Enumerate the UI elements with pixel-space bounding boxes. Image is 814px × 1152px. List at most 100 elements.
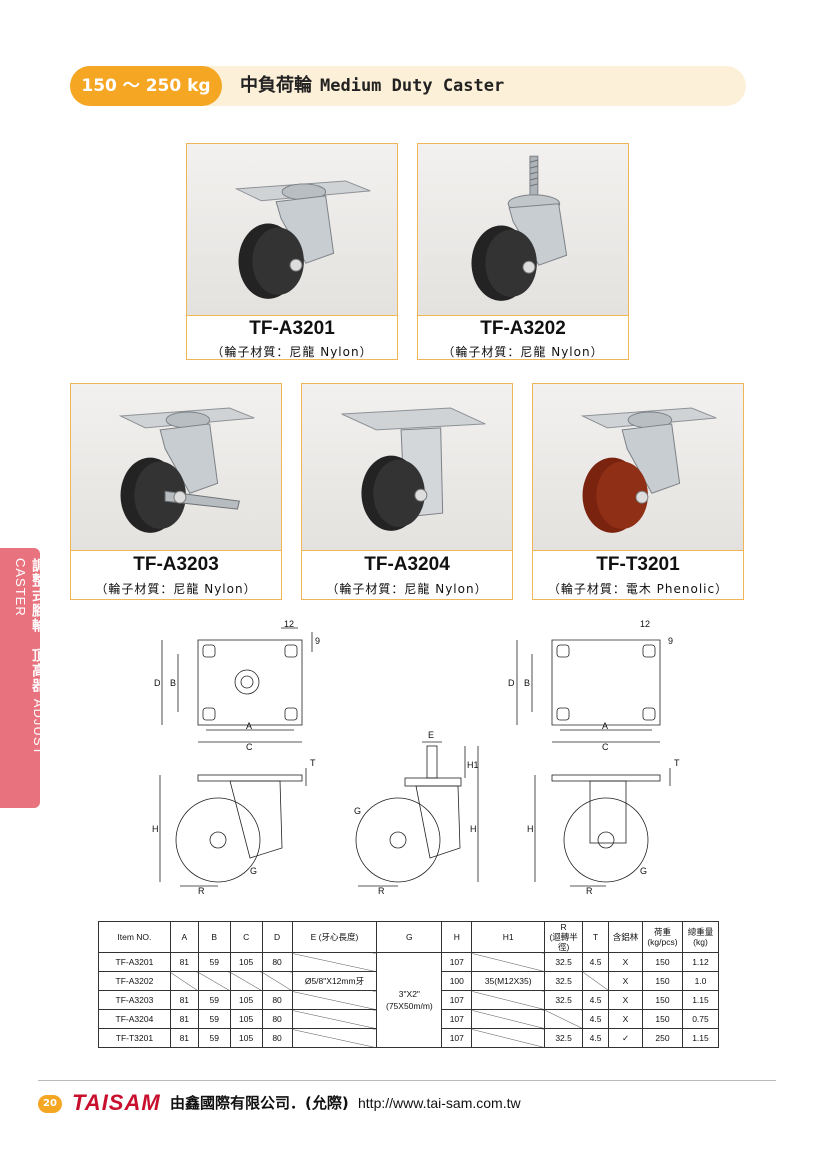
cell-load: 150 [641, 971, 683, 991]
dim-label-r-mid: R [378, 886, 385, 896]
cell-t: 4.5 [582, 990, 610, 1010]
cell-item: TF-A3204 [98, 1009, 171, 1029]
cell-t: 4.5 [582, 1028, 610, 1048]
cell-e: Ø5/8"X12mm牙 [291, 971, 378, 991]
cell-weight: 0.75 [681, 1009, 720, 1029]
technical-drawings: D B A C 12 9 D B A C 12 9 H R T G [140, 618, 700, 908]
col-header: D [261, 921, 293, 953]
cell-load: 150 [641, 1009, 683, 1029]
cell-e-empty [291, 952, 378, 972]
cell-a: 81 [169, 1028, 199, 1048]
cell-e-empty [291, 1028, 378, 1048]
col-header: B [197, 921, 231, 953]
page-title-zh: 中負荷輪 [240, 75, 312, 96]
cell-b: 59 [197, 990, 231, 1010]
cell-a: 81 [169, 990, 199, 1010]
col-header: 荷重 (kg/pcs) [641, 921, 683, 953]
cell-b: 59 [197, 1009, 231, 1029]
cell-d: 80 [261, 952, 293, 972]
cell-t-empty [582, 971, 610, 991]
dim-label-r-right: R [586, 886, 593, 896]
product-material: （輪子材質：尼龍 Nylon） [442, 345, 604, 359]
page-number: 20 [38, 1095, 62, 1113]
caster-image [234, 180, 371, 299]
cell-a-empty [169, 971, 199, 991]
weight-range-badge: 150 ～ 250 kg [70, 66, 222, 106]
table-row: TF-A3204 81 59 105 80 107 4.5 X 150 0.75 [98, 1009, 720, 1029]
swivel-side-drawing [159, 768, 307, 887]
product-material: （輪子材質：尼龍 Nylon） [95, 582, 257, 596]
table-row: TF-A3201 81 59 105 80 3"X2" (75X50m/m) 1… [98, 952, 720, 1048]
cell-e-empty [291, 1009, 378, 1029]
cell-r: 32.5 [544, 1028, 584, 1048]
rigid-plate-drawing [516, 639, 661, 743]
dim-label-h1: H1 [467, 760, 479, 770]
col-header: R (迴轉半徑) [544, 921, 584, 953]
col-header: A [169, 921, 199, 953]
side-category-tab[interactable]: 調整式腳輪．頂高器 ADJUST CASTER [0, 548, 46, 808]
cell-load: 250 [641, 1028, 683, 1048]
cell-a: 81 [169, 952, 199, 972]
rigid-side-drawing [534, 768, 671, 887]
cell-weight: 1.12 [681, 952, 720, 972]
caster-image [580, 407, 717, 533]
top-plate-drawing [161, 627, 313, 743]
dim-label-12: 12 [284, 619, 294, 629]
product-card-tf-t3201[interactable]: TF-T3201 （輪子材質：電木 Phenolic） [532, 383, 744, 600]
table-row: TF-A3203 81 59 105 80 107 32.5 4.5 X 150… [98, 990, 720, 1010]
dim-label-g: G [250, 866, 257, 876]
dim-label-b-right: B [524, 678, 530, 688]
side-tab-label: 調整式腳輪．頂高器 ADJUST CASTER [11, 558, 47, 808]
cell-b: 59 [197, 952, 231, 972]
website-link[interactable]: http://www.tai-sam.com.tw [358, 1095, 521, 1111]
dim-label-c-right: C [602, 742, 609, 752]
dim-label-a: A [246, 721, 252, 731]
cell-item: TF-A3203 [98, 990, 171, 1010]
brand-logo[interactable]: TAISAM [72, 1090, 161, 1115]
dim-label-h: H [152, 824, 159, 834]
product-photo [533, 384, 743, 551]
cell-g: 3"X2" (75X50m/m) [376, 952, 443, 1048]
product-card-tf-a3203[interactable]: TF-A3203 （輪子材質：尼龍 Nylon） [70, 383, 282, 600]
product-code: TF-A3204 [364, 554, 450, 575]
footer-divider [38, 1080, 776, 1081]
cell-r: 32.5 [544, 952, 584, 972]
cell-c: 105 [229, 952, 263, 972]
cell-a: 81 [169, 1009, 199, 1029]
product-card-tf-a3201[interactable]: TF-A3201 （輪子材質：尼龍 Nylon） [186, 143, 398, 360]
dim-label-e: E [428, 730, 434, 740]
product-material: （輪子材質：尼龍 Nylon） [211, 345, 373, 359]
dim-label-d: D [154, 678, 161, 688]
cell-al: X [608, 990, 643, 1010]
col-header: 總重量 (kg) [681, 921, 720, 953]
cell-item: TF-A3202 [98, 971, 171, 991]
cell-al: X [608, 971, 643, 991]
cell-al: ✓ [608, 1028, 643, 1048]
table-row: TF-A3202 Ø5/8"X12mm牙 100 35(M12X35) 32.5… [98, 971, 720, 991]
cell-c: 105 [229, 1028, 263, 1048]
dim-label-c: C [246, 742, 253, 752]
product-card-tf-a3204[interactable]: TF-A3204 （輪子材質：尼龍 Nylon） [301, 383, 513, 600]
cell-item: TF-A3201 [98, 952, 171, 972]
dim-label-d-right: D [508, 678, 515, 688]
cell-item: TF-T3201 [98, 1028, 171, 1048]
stem-side-drawing [355, 741, 479, 887]
cell-h: 107 [441, 1009, 473, 1029]
cell-h: 107 [441, 952, 473, 972]
cell-h1-empty [471, 990, 546, 1010]
cell-al: X [608, 1009, 643, 1029]
col-header: C [229, 921, 263, 953]
caster-image [471, 155, 568, 301]
caster-image [341, 407, 486, 531]
cell-load: 150 [641, 952, 683, 972]
product-photo [302, 384, 512, 551]
cell-h1: 35(M12X35) [471, 971, 546, 991]
cell-r: 32.5 [544, 990, 584, 1010]
company-name: 由鑫國際有限公司．(允際) [170, 1094, 349, 1112]
cell-t: 4.5 [582, 952, 610, 972]
cell-d: 80 [261, 1028, 293, 1048]
cell-load: 150 [641, 990, 683, 1010]
dim-label-9-right: 9 [668, 636, 673, 646]
product-card-tf-a3202[interactable]: TF-A3202 （輪子材質：尼龍 Nylon） [417, 143, 629, 360]
cell-r: 32.5 [544, 971, 584, 991]
